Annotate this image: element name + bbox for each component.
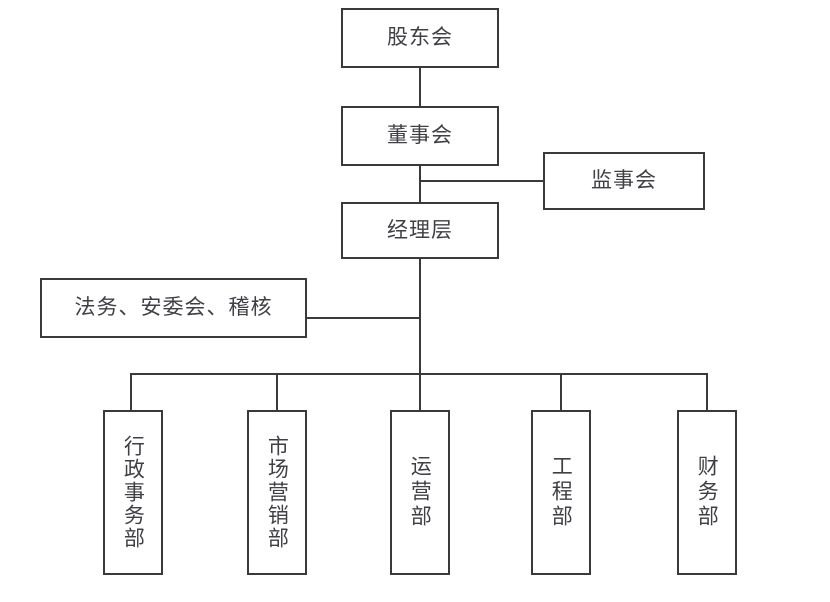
connector-shareholders-to-board: [419, 66, 421, 108]
node-staff-units[interactable]: 法务、安委会、稽核: [40, 278, 307, 338]
connector-drop-dept-5: [706, 373, 708, 411]
node-department-marketing[interactable]: 市场营销部: [247, 410, 307, 575]
connector-drop-dept-4: [560, 373, 562, 411]
node-board-of-supervisors[interactable]: 监事会: [543, 152, 705, 210]
node-staff-units-label: 法务、安委会、稽核: [74, 295, 273, 320]
node-board-of-directors[interactable]: 董事会: [341, 106, 499, 166]
connector-board-to-management: [419, 164, 421, 204]
node-department-engineering[interactable]: 工程部: [531, 410, 591, 575]
node-board-label: 董事会: [387, 123, 453, 148]
node-management-label: 经理层: [387, 217, 453, 242]
node-department-operations[interactable]: 运营部: [390, 410, 450, 575]
connector-drop-dept-2: [276, 373, 278, 411]
department-label-4: 工程部: [549, 455, 574, 530]
node-shareholders-meeting[interactable]: 股东会: [341, 8, 499, 68]
node-department-administrative-affairs[interactable]: 行政事务部: [103, 410, 163, 575]
node-management-level[interactable]: 经理层: [341, 202, 499, 259]
node-supervisors-label: 监事会: [591, 168, 657, 193]
department-label-3: 运营部: [408, 455, 433, 530]
connector-trunk-to-supervisors: [419, 180, 545, 182]
connector-drop-dept-1: [130, 373, 132, 411]
node-department-finance[interactable]: 财务部: [677, 410, 737, 575]
connector-drop-dept-3: [419, 373, 421, 411]
department-label-5: 财务部: [695, 455, 720, 530]
node-shareholders-label: 股东会: [387, 25, 453, 50]
department-label-1: 行政事务部: [121, 435, 146, 550]
connector-management-to-bus: [419, 257, 421, 375]
connector-trunk-to-staff-units: [305, 317, 421, 319]
department-label-2: 市场营销部: [265, 435, 290, 550]
